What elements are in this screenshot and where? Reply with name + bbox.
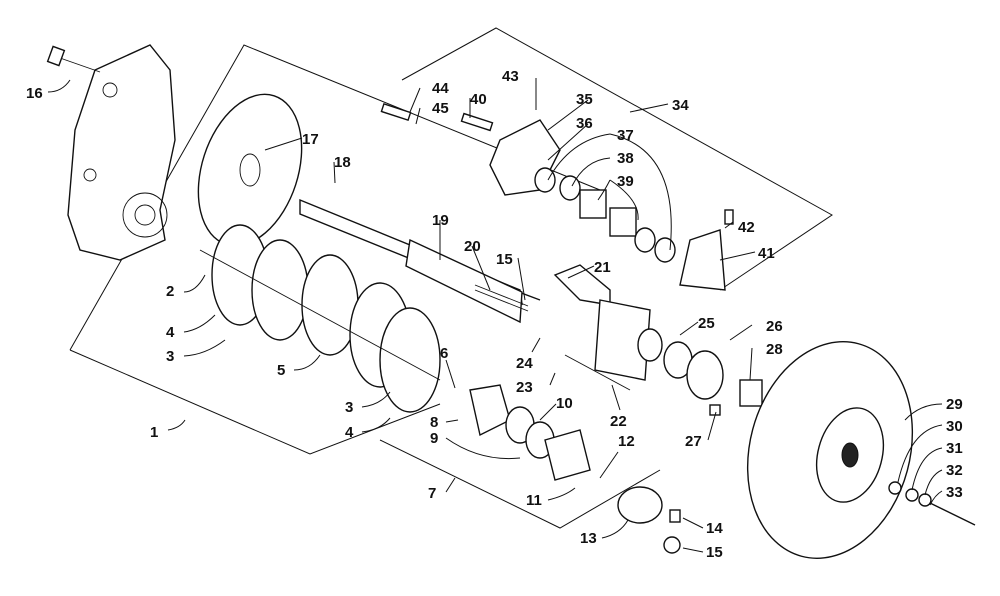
callout-43: 43 <box>502 68 519 85</box>
drive-sprockets <box>199 224 441 413</box>
callout-4b: 4 <box>345 424 354 441</box>
callout-14: 14 <box>706 520 723 537</box>
callout-38: 38 <box>617 150 634 167</box>
callout-39: 39 <box>617 173 634 190</box>
callout-24: 24 <box>516 355 533 372</box>
callout-10: 10 <box>556 395 573 412</box>
callout-37: 37 <box>617 127 634 144</box>
callout-6: 6 <box>440 345 448 362</box>
callout-20: 20 <box>464 238 481 255</box>
bearing-assembly <box>469 384 681 554</box>
callout-36: 36 <box>576 115 593 132</box>
callout-1: 1 <box>150 424 158 441</box>
driven-pulley <box>746 341 976 559</box>
callout-15: 15 <box>496 251 513 268</box>
callout-34: 34 <box>672 97 689 114</box>
callout-5: 5 <box>277 362 285 379</box>
callout-3: 3 <box>166 348 174 365</box>
callout-35: 35 <box>576 91 593 108</box>
callout-2: 2 <box>166 283 174 300</box>
callout-21: 21 <box>594 259 611 276</box>
bearing-flange-assembly <box>553 264 763 416</box>
callout-17: 17 <box>302 131 319 148</box>
callout-28: 28 <box>766 341 783 358</box>
callout-16: 16 <box>26 85 43 102</box>
callout-33: 33 <box>946 484 963 501</box>
callout-8: 8 <box>430 414 438 431</box>
callout-22: 22 <box>610 413 627 430</box>
callout-42: 42 <box>738 219 755 236</box>
callout-18: 18 <box>334 154 351 171</box>
callout-13: 13 <box>580 530 597 547</box>
callout-4: 4 <box>166 324 175 341</box>
callout-11: 11 <box>526 492 542 509</box>
callout-30: 30 <box>946 418 963 435</box>
callout-23: 23 <box>516 379 533 396</box>
callout-7: 7 <box>428 485 436 502</box>
leader-lines <box>47 78 943 553</box>
callout-9: 9 <box>430 430 438 447</box>
callout-19: 19 <box>432 212 449 229</box>
callout-labels: 16 2 4 3 5 3 4 1 6 7 8 9 10 11 12 13 14 … <box>26 68 963 561</box>
drive-shaft <box>299 198 541 324</box>
callout-45: 45 <box>432 100 449 117</box>
callout-3b: 3 <box>345 399 353 416</box>
callout-31: 31 <box>946 440 963 457</box>
callout-44: 44 <box>432 80 449 97</box>
callout-25: 25 <box>698 315 715 332</box>
callout-29: 29 <box>946 396 963 413</box>
callout-12: 12 <box>618 433 635 450</box>
callout-15b: 15 <box>706 544 723 561</box>
callout-27: 27 <box>685 433 702 450</box>
callout-32: 32 <box>946 462 963 479</box>
chaincase-housing <box>46 44 176 261</box>
callout-40: 40 <box>470 91 487 108</box>
brake-caliper-assembly <box>380 102 734 291</box>
callout-26: 26 <box>766 318 783 335</box>
callout-41: 41 <box>758 245 775 262</box>
